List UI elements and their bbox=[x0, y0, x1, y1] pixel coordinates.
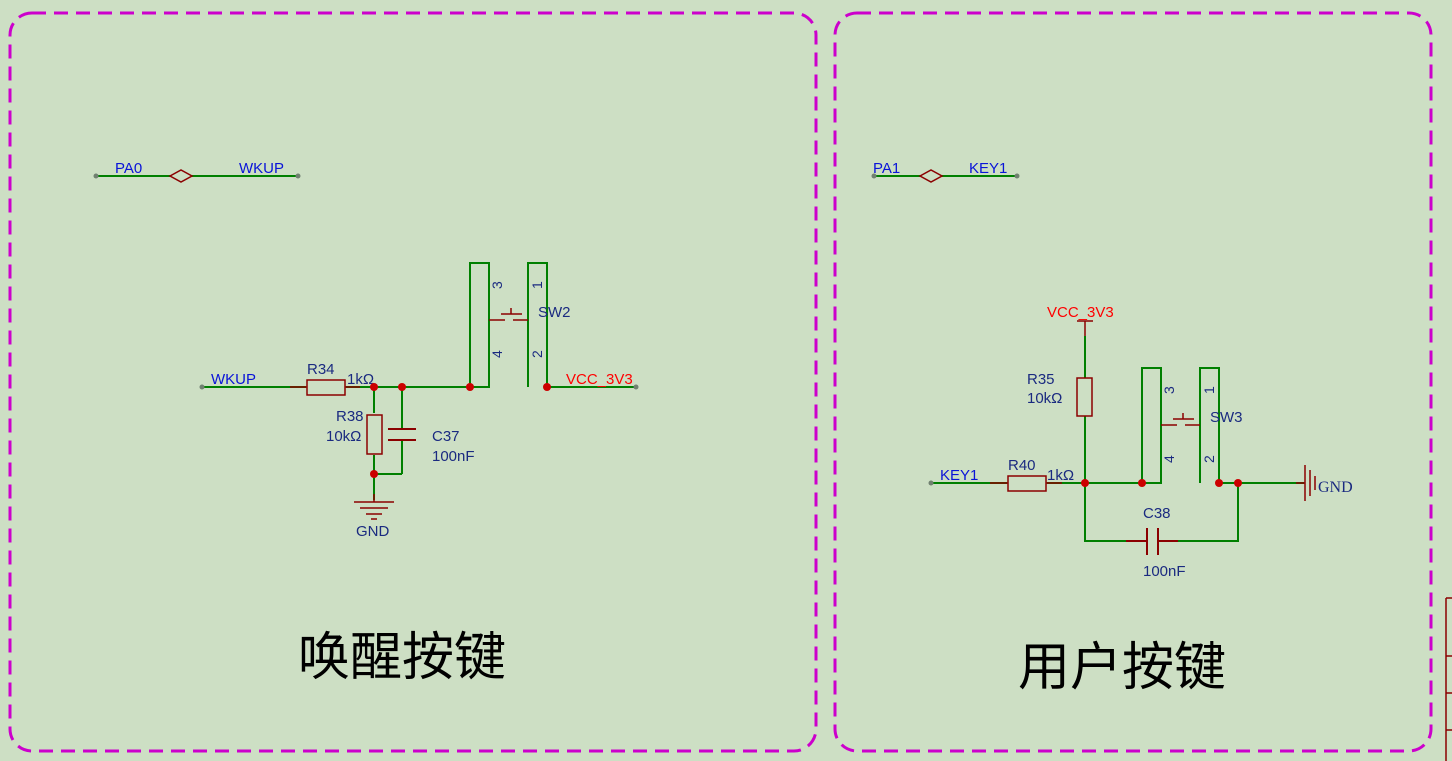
sw2-pin3: 3 bbox=[489, 281, 505, 289]
r34-ref: R34 bbox=[307, 361, 335, 378]
power-port-vcc: VCC_3V3 bbox=[1047, 304, 1114, 336]
c37-ref: C37 bbox=[432, 428, 460, 445]
netlink-left-label: PA1 bbox=[873, 160, 900, 177]
net-label-key1: KEY1 bbox=[940, 467, 978, 484]
net-label-wkup: WKUP bbox=[211, 371, 256, 388]
wakeup-panel-border bbox=[8, 11, 818, 753]
ground-symbol: GND bbox=[1296, 465, 1353, 501]
netlink-right-label: WKUP bbox=[239, 160, 284, 177]
user-panel-border bbox=[833, 11, 1433, 753]
user-wires bbox=[931, 336, 1304, 542]
resistor-r35: R35 10kΩ bbox=[1027, 371, 1093, 417]
netlink-right-label: KEY1 bbox=[969, 160, 1007, 177]
c38-value: 100nF bbox=[1143, 563, 1186, 580]
user-key-panel: PA1 KEY1 KEY1 VCC_3V3 R35 10k bbox=[871, 160, 1353, 698]
sw3-pin2: 2 bbox=[1201, 455, 1217, 463]
sw3-pin1: 1 bbox=[1201, 386, 1217, 394]
netlink-diamond bbox=[918, 169, 944, 183]
ground-symbol: GND bbox=[354, 494, 394, 540]
capacitor-c37: C37 100nF bbox=[388, 428, 475, 465]
r35-ref: R35 bbox=[1027, 371, 1055, 388]
sw3-pin4: 4 bbox=[1161, 455, 1177, 463]
user-panel-title: 用户按键 bbox=[1018, 638, 1226, 698]
netlink-left-label: PA0 bbox=[115, 160, 142, 177]
capacitor-c38: C38 100nF bbox=[1126, 505, 1186, 580]
r38-ref: R38 bbox=[336, 408, 364, 425]
power-label-vcc: VCC_3V3 bbox=[566, 371, 633, 388]
r40-value: 1kΩ bbox=[1047, 467, 1074, 484]
sw2-pin2: 2 bbox=[529, 350, 545, 358]
power-label-vcc: VCC_3V3 bbox=[1047, 304, 1114, 321]
title-block-fragment bbox=[1445, 597, 1452, 761]
resistor-r38: R38 10kΩ bbox=[326, 408, 383, 455]
c38-ref: C38 bbox=[1143, 505, 1171, 522]
c37-value: 100nF bbox=[432, 448, 475, 465]
r34-value: 1kΩ bbox=[347, 371, 374, 388]
junction-dots bbox=[370, 383, 551, 478]
netlink-diamond bbox=[168, 169, 194, 183]
netlink-pa0-wkup: PA0 WKUP bbox=[93, 160, 301, 183]
wakeup-key-panel: PA0 WKUP WKUP R34 1kΩ bbox=[93, 160, 639, 688]
resistor-r40: R40 1kΩ bbox=[990, 457, 1074, 492]
junction-dots bbox=[1081, 479, 1242, 487]
gnd-label: GND bbox=[1318, 479, 1353, 496]
resistor-r34: R34 1kΩ bbox=[290, 361, 374, 396]
netlink-pa1-key1: PA1 KEY1 bbox=[871, 160, 1020, 183]
wakeup-panel-title: 唤醒按键 bbox=[298, 628, 506, 688]
r40-ref: R40 bbox=[1008, 457, 1036, 474]
r35-value: 10kΩ bbox=[1027, 390, 1062, 407]
sw2-pin4: 4 bbox=[489, 350, 505, 358]
r38-value: 10kΩ bbox=[326, 428, 361, 445]
sw2-pin1: 1 bbox=[529, 281, 545, 289]
sw3-ref: SW3 bbox=[1210, 409, 1243, 426]
sw3-pin3: 3 bbox=[1161, 386, 1177, 394]
wakeup-wires bbox=[202, 262, 636, 500]
gnd-label: GND bbox=[356, 523, 390, 540]
switch-sw3: 3 4 1 2 SW3 bbox=[1161, 386, 1243, 463]
switch-sw2: 3 4 1 2 SW2 bbox=[489, 281, 571, 358]
sw2-ref: SW2 bbox=[538, 304, 571, 321]
